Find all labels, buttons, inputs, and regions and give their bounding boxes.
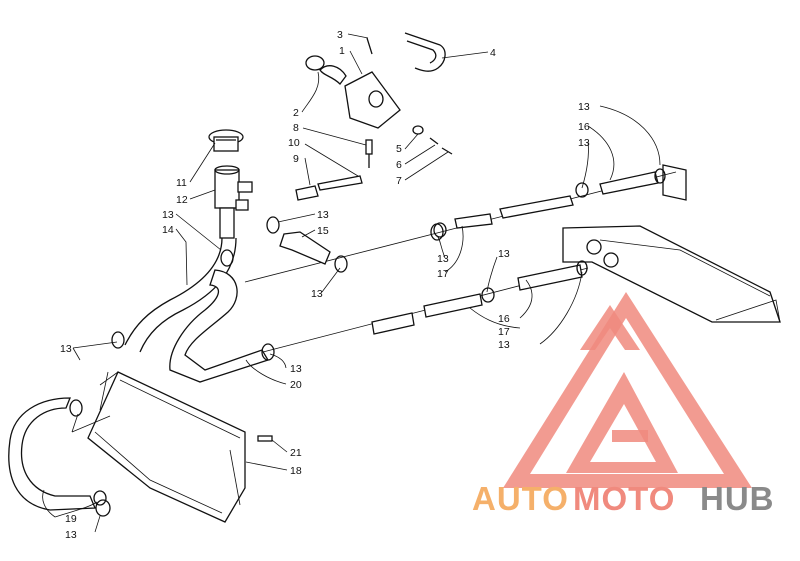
filler-neck: [208, 129, 253, 239]
callout-17: 17: [498, 326, 510, 338]
callout-18: 18: [290, 465, 302, 477]
callout-16: 16: [578, 121, 590, 133]
callout-13: 13: [437, 253, 449, 265]
callout-2: 2: [293, 107, 299, 119]
watermark-moto: MOTO: [573, 480, 675, 517]
callout-13: 13: [162, 209, 174, 221]
callout-13: 13: [498, 248, 510, 260]
heat-exchanger: [87, 371, 246, 523]
callout-11: 11: [176, 177, 187, 189]
callout-4: 4: [490, 47, 496, 59]
leader-lines: [42, 33, 661, 533]
support-plate: [662, 164, 687, 201]
callout-15: 15: [317, 225, 329, 237]
watermark-logo: [503, 292, 752, 488]
callout-13: 13: [311, 288, 323, 300]
hose-lower-line: [262, 260, 589, 353]
callout-17: 17: [437, 268, 449, 280]
callout-13: 13: [578, 137, 590, 149]
callout-13: 13: [498, 339, 510, 351]
callout-16: 16: [498, 313, 510, 325]
callout-13: 13: [290, 363, 302, 375]
callout-20: 20: [290, 379, 302, 391]
clamps: [69, 216, 444, 517]
callout-1: 1: [339, 45, 345, 57]
callout-5: 5: [396, 143, 402, 155]
callout-10: 10: [288, 137, 300, 149]
watermark-auto: AUTO: [472, 480, 569, 517]
callout-3: 3: [337, 29, 343, 41]
callout-19: 19: [65, 513, 77, 525]
callout-13: 13: [578, 101, 590, 113]
hose-upper-line: [244, 168, 677, 283]
callout-21: 21: [290, 447, 302, 459]
fittings: [295, 125, 453, 201]
fitting-21: [257, 435, 273, 442]
hose-20: [169, 269, 269, 383]
callout-9: 9: [293, 153, 299, 165]
expansion-bottle: [305, 32, 446, 129]
hose-19: [8, 397, 96, 511]
callout-labels: 3 1 4 2 8 10 9 5 6 7 11 12 13 14 13 15 1…: [60, 29, 590, 541]
callout-14: 14: [162, 224, 174, 236]
callout-13: 13: [60, 343, 72, 355]
callout-12: 12: [176, 194, 188, 206]
callout-6: 6: [396, 159, 402, 171]
watermark-hub: HUB: [700, 480, 775, 517]
callout-13: 13: [65, 529, 77, 541]
watermark-text: AUTO MOTO HUB: [472, 480, 775, 517]
hose-15: [279, 231, 331, 265]
callout-7: 7: [396, 175, 402, 187]
callout-8: 8: [293, 122, 299, 134]
callout-13: 13: [317, 209, 329, 221]
frame-bracket: [562, 225, 781, 323]
